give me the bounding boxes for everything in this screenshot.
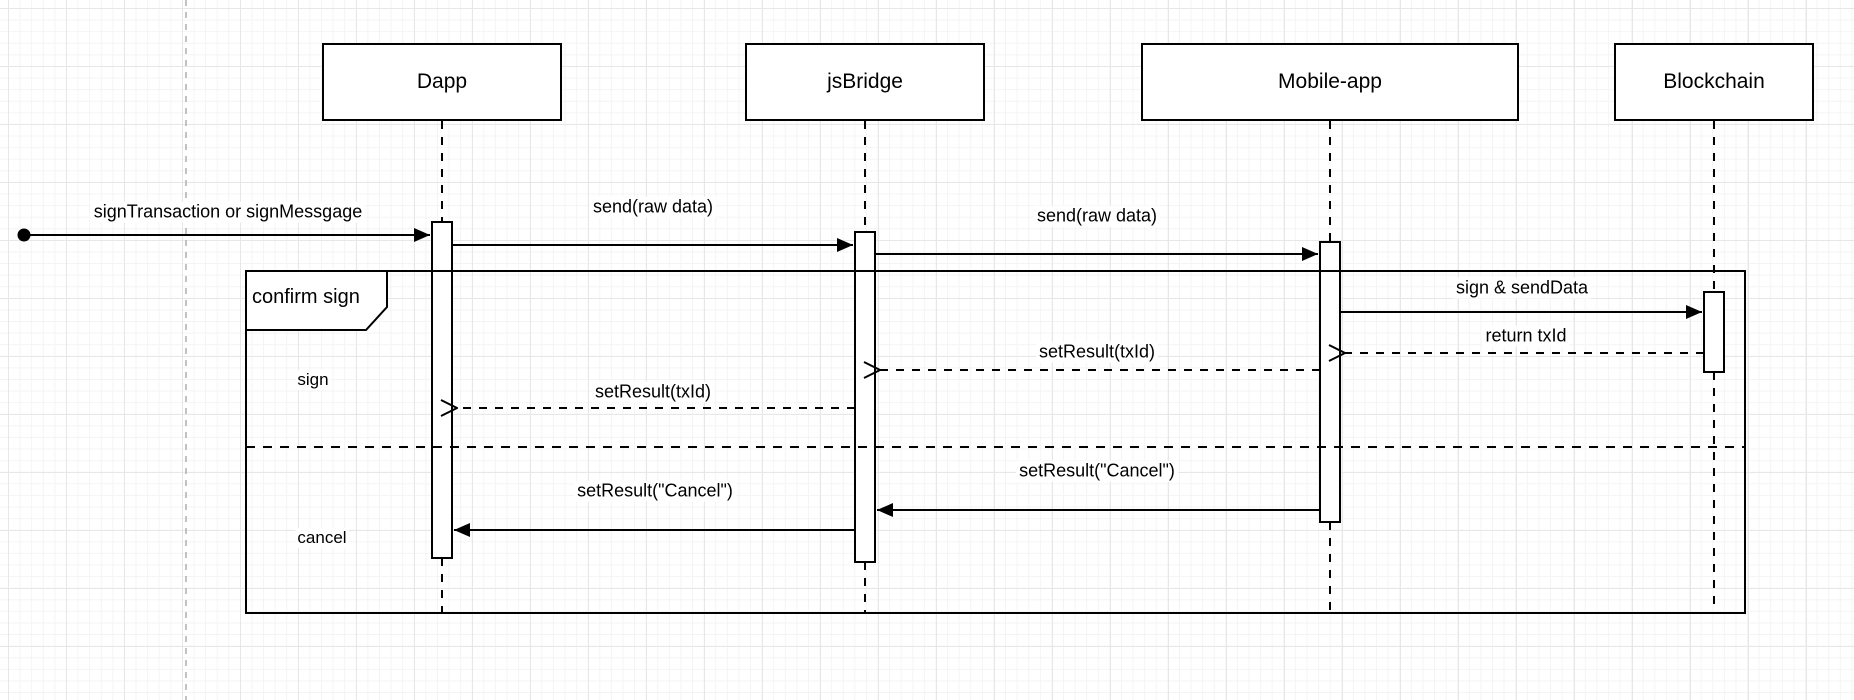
activation-bars — [431, 221, 1725, 563]
alt-frame-label-pentagon[interactable] — [245, 270, 388, 331]
alt-frame[interactable] — [245, 270, 1746, 614]
participant-mobile-app-label: Mobile-app — [1278, 70, 1382, 93]
blockchain-activation-bar[interactable] — [1703, 291, 1725, 373]
message-label-return-txid[interactable]: return txId — [1482, 325, 1570, 347]
section-label-sign[interactable]: sign — [295, 370, 331, 390]
message-label-sign-transaction[interactable]: signTransaction or signMessgage — [90, 201, 366, 223]
start-node-circle[interactable] — [17, 228, 31, 242]
message-label-set-result-txid-mobile-jsbridge[interactable]: setResult(txId) — [1035, 341, 1159, 363]
section-label-cancel[interactable]: cancel — [295, 528, 349, 548]
message-label-set-result-txid-jsbridge-dapp[interactable]: setResult(txId) — [591, 381, 715, 403]
participant-blockchain-label: Blockchain — [1663, 70, 1765, 93]
mobile-app-activation-bar[interactable] — [1319, 241, 1341, 523]
message-label-send-raw-jsbridge-mobile[interactable]: send(raw data) — [1033, 205, 1161, 227]
participant-mobile-app[interactable]: Mobile-app — [1141, 43, 1519, 121]
alt-frame-title[interactable]: confirm sign — [252, 286, 360, 308]
participant-jsbridge-label: jsBridge — [827, 70, 903, 93]
lifelines — [441, 121, 1715, 612]
message-label-set-result-cancel-mobile-jsbridge[interactable]: setResult("Cancel") — [1016, 460, 1178, 482]
alt-frame-border[interactable] — [245, 270, 1746, 614]
dapp-activation-bar[interactable] — [431, 221, 453, 559]
participant-jsbridge[interactable]: jsBridge — [745, 43, 985, 121]
message-label-send-raw-dapp-jsbridge[interactable]: send(raw data) — [589, 196, 717, 218]
message-label-set-result-cancel-jsbridge-dapp[interactable]: setResult("Cancel") — [574, 480, 736, 502]
jsbridge-activation-bar[interactable] — [854, 231, 876, 563]
message-label-sign-send-data[interactable]: sign & sendData — [1452, 277, 1592, 299]
participant-dapp[interactable]: Dapp — [322, 43, 562, 121]
message-arrows — [30, 228, 1704, 537]
participant-dapp-label: Dapp — [416, 70, 468, 93]
participant-blockchain[interactable]: Blockchain — [1614, 43, 1814, 121]
